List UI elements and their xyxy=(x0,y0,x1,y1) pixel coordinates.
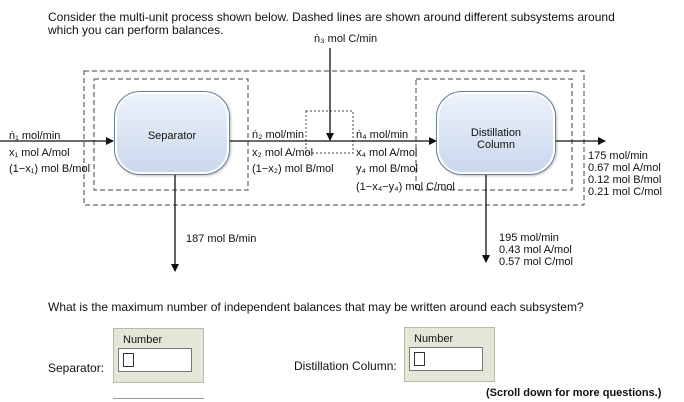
separator-unit: Separator xyxy=(114,91,230,175)
separator-number-label: Number xyxy=(123,334,163,346)
stream-2-label-flow: ṅ₂ mol/min xyxy=(252,129,304,141)
question-text: What is the maximum number of independen… xyxy=(48,300,584,314)
feed-label-xa: x₁ mol A/mol xyxy=(9,147,70,159)
distillation-label-line2: Column xyxy=(477,139,515,151)
top-product-flow: 175 mol/min xyxy=(588,150,648,162)
distillation-column-unit: Distillation Column xyxy=(436,91,556,175)
stream-2-label-xa: x₂ mol A/mol xyxy=(252,147,314,159)
top-product-xb: 0.12 mol B/mol xyxy=(588,174,662,186)
process-diagram xyxy=(0,48,606,272)
bottom-product-xa: 0.43 mol A/mol xyxy=(499,244,572,256)
text-cursor-icon xyxy=(123,353,134,367)
separator-field-label: Separator: xyxy=(48,361,105,375)
column-boundary xyxy=(415,78,573,191)
feed-label-xb: (1−x₁) mol B/mol xyxy=(9,163,91,175)
scroll-note: (Scroll down for more questions.) xyxy=(486,387,662,399)
stream-2-label-xb: (1−x₂) mol B/mol xyxy=(252,163,334,175)
stream-4-label-xa: x₄ mol A/mol xyxy=(356,147,418,159)
top-product-xa: 0.67 mol A/mol xyxy=(588,162,661,174)
next-question-box-edge xyxy=(113,398,204,399)
column-number-input[interactable] xyxy=(409,347,483,371)
stream-4-label-xc: (1−x₄−y₄) mol C/mol xyxy=(356,181,455,193)
separator-label: Separator xyxy=(147,130,197,142)
column-number-label: Number xyxy=(414,333,454,345)
mixing-point-boundary xyxy=(305,110,354,154)
stream-4-label-flow: ṅ₄ mol/min xyxy=(356,129,409,141)
intro-text: Consider the multi-unit process shown be… xyxy=(48,10,615,37)
text-cursor-icon xyxy=(414,352,425,366)
stream-3-label: ṅ₃ mol C/min xyxy=(314,33,378,45)
overall-boundary xyxy=(83,70,585,206)
separator-number-box: Number xyxy=(113,328,204,383)
column-number-box: Number xyxy=(404,327,495,382)
distillation-label-line1: Distillation xyxy=(470,127,522,139)
separator-bottom-label: 187 mol B/min xyxy=(186,233,257,245)
column-field-label: Distillation Column: xyxy=(294,359,397,373)
top-product-xc: 0.21 mol C/mol xyxy=(588,186,662,198)
bottom-product-xc: 0.57 mol C/mol xyxy=(499,256,573,268)
bottom-product-flow: 195 mol/min xyxy=(499,232,559,244)
feed-label-flow: ṅ₁ mol/min xyxy=(9,130,61,142)
separator-boundary xyxy=(93,78,249,191)
stream-4-label-yb: y₄ mol B/mol xyxy=(356,163,418,175)
